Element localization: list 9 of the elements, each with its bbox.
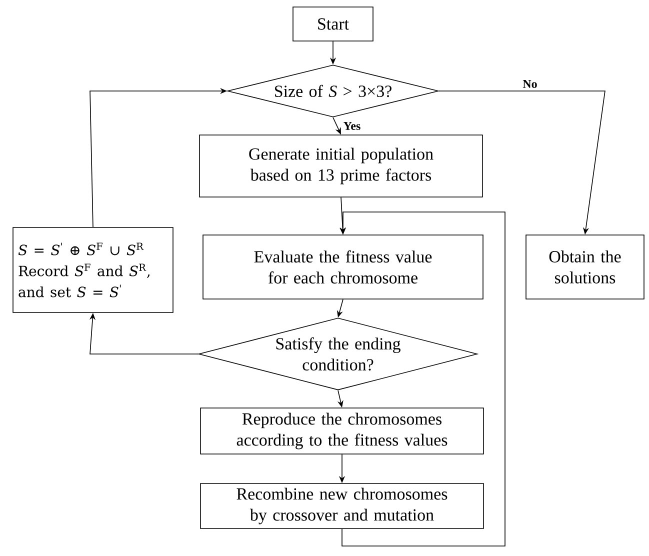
- process-box: Obtain the solutions: [526, 234, 644, 300]
- process-box: Recombine new chromosomes by crossover and mutation: [200, 483, 484, 529]
- process-box: Generate initial population based on 13 prime factors: [199, 134, 483, 198]
- process-box: S = S$^{'}$ ⊕ S$^{F}$ ∪ S$^{R}$ Record S$^{F}$ and S$^{R}$, and set S = S$^{'}$: [12, 227, 174, 313]
- edge-label: No: [522, 79, 538, 89]
- process-box: Reproduce the chromosomes according to the fitness values: [200, 408, 484, 454]
- process-box: Evaluate the fitness value for each chromosome: [202, 234, 484, 300]
- edge-label: Yes: [342, 121, 362, 131]
- process-box: Start: [292, 6, 374, 42]
